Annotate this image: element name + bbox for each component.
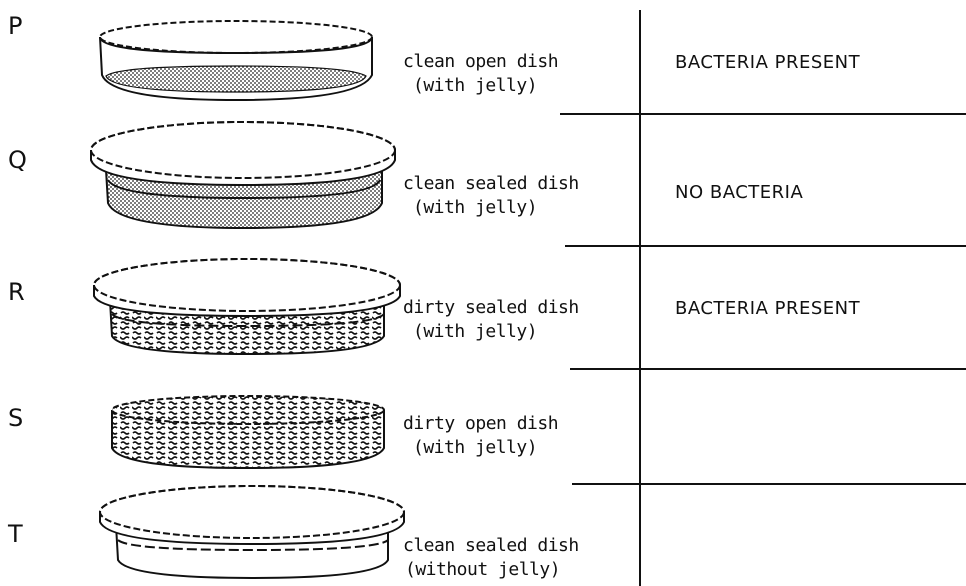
caption-r: dirty sealed dish (with jelly) xyxy=(403,296,579,344)
row-label-q: Q xyxy=(8,146,27,174)
row-label-p: P xyxy=(8,12,22,40)
caption-t-line1: clean sealed dish xyxy=(403,534,579,558)
result-p: BACTERIA PRESENT xyxy=(675,52,860,73)
caption-s-line2: (with jelly) xyxy=(403,436,558,460)
caption-p: clean open dish (with jelly) xyxy=(403,50,558,98)
caption-p-line2: (with jelly) xyxy=(403,74,558,98)
dish-r xyxy=(94,259,400,354)
caption-s-line1: dirty open dish xyxy=(403,412,558,436)
caption-q: clean sealed dish (with jelly) xyxy=(403,172,579,220)
caption-r-line2: (with jelly) xyxy=(403,320,579,344)
caption-s: dirty open dish (with jelly) xyxy=(403,412,558,460)
caption-r-line1: dirty sealed dish xyxy=(403,296,579,320)
result-q: NO BACTERIA xyxy=(675,182,803,203)
result-r: BACTERIA PRESENT xyxy=(675,298,860,319)
row-label-s: S xyxy=(8,404,23,432)
caption-q-line1: clean sealed dish xyxy=(403,172,579,196)
dish-q xyxy=(91,122,395,228)
caption-p-line1: clean open dish xyxy=(403,50,558,74)
caption-t-line2: (without jelly) xyxy=(403,558,579,582)
dish-t xyxy=(100,486,404,578)
row-label-r: R xyxy=(8,278,25,306)
caption-q-line2: (with jelly) xyxy=(403,196,579,220)
caption-t: clean sealed dish (without jelly) xyxy=(403,534,579,582)
dish-s xyxy=(112,396,384,468)
dish-p xyxy=(100,21,372,100)
row-label-t: T xyxy=(8,520,23,548)
